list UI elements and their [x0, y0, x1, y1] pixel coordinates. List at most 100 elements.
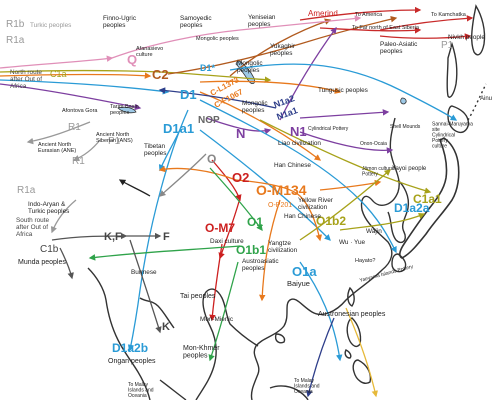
arrow-austronesian [345, 307, 378, 398]
label-o-p201: O-P201 [268, 202, 292, 209]
visayas [344, 349, 352, 359]
label-yayoi: Yayoi people [392, 166, 427, 172]
label-p1-right: P1 [441, 40, 454, 51]
label-r1a-top: R1a [6, 35, 25, 46]
arrow-north-purple [0, 83, 142, 111]
haplogroup-labels: R1b R1a Q C2 C1a D1 D1* D1a1 C-L1373 C-F… [6, 19, 454, 355]
lakes-layer [117, 59, 407, 114]
arrow-c2-east [167, 16, 398, 75]
label-far-north: To Far north of East Siberia [352, 25, 420, 31]
label-o-m7: O-M7 [205, 221, 235, 235]
label-p1-left: P1 [108, 136, 121, 147]
lake-balkhash [117, 106, 137, 114]
kyushu [391, 253, 407, 273]
label-o1: O1 [247, 215, 263, 229]
arrow-c1a1 [259, 119, 432, 194]
lake-khanka [400, 97, 407, 105]
arrow-o-m134 [235, 179, 323, 242]
arrow-north-olive [0, 69, 272, 83]
arrow-o-red [211, 159, 242, 202]
label-o-m134: O-M134 [256, 182, 307, 198]
label-wajin: Wajin [366, 228, 382, 235]
arrow-austronesian-2 [306, 317, 335, 398]
label-wu-yue: Wu · Yue [339, 239, 365, 246]
kuril-islands [467, 83, 487, 121]
label-d1a2b: D1a2b [112, 341, 148, 355]
label-o: O [207, 152, 216, 166]
arrow-n1-korea [299, 131, 394, 154]
arrow-nivkh [379, 33, 472, 40]
indochina-coast [195, 288, 259, 400]
arrow-north-orange [0, 72, 152, 79]
arrow-r1-west [26, 121, 91, 145]
arrow-r1-south [72, 139, 101, 162]
sakhalin [446, 41, 458, 98]
label-to-kamchatka: To Kamchatka [431, 12, 467, 18]
label-indo-aryan: Indo-Aryan &Turkic peoples [28, 201, 69, 215]
arrow-o-m7-south [209, 243, 223, 322]
arrow-north-blue [0, 79, 170, 95]
label-austronesian: Austronesian peoples [318, 311, 386, 318]
arrow-c-l1373 [199, 80, 342, 94]
coastline-layer [87, 4, 487, 400]
label-munda: Munda peoples [18, 259, 66, 266]
arrow-amerind [299, 6, 422, 21]
label-ryukyuan: Yaeyama Islands Pottery [359, 264, 414, 284]
arrow-d1-south [127, 109, 189, 352]
sumatra-edge [159, 379, 187, 400]
arrow-kamchatka [379, 15, 474, 31]
label-han-top: Han Chinese [274, 162, 311, 169]
arrow-south-route [51, 232, 128, 241]
mindanao [352, 359, 372, 384]
arrow-o1 [209, 167, 263, 232]
arrow-k-south [129, 239, 162, 334]
label-baiyue: Baiyue [287, 279, 310, 288]
label-burmese: Burmese [131, 269, 157, 276]
label-k: K [162, 321, 170, 333]
label-cylindrical: Cylindrical Pottery [308, 126, 349, 132]
label-turkic: Turkic peoples [30, 22, 71, 29]
taiwan [347, 286, 355, 307]
label-r1a-low: R1a [17, 185, 36, 196]
arrow-d1a1-east [199, 129, 331, 241]
label-tai: Tai peoples [180, 293, 216, 300]
korean-peninsula [387, 179, 410, 244]
arrow-n1a-north [279, 26, 337, 121]
label-c1a: C1a [50, 69, 67, 79]
arrow-o-m134-south [259, 199, 281, 302]
label-o1b1: O1b1 [236, 243, 266, 257]
label-mon-mienic: Mon-Mienic [200, 316, 234, 323]
arrow-c1b [59, 247, 74, 280]
label-amerind: Amerind [308, 9, 338, 18]
arrow-n-west [158, 87, 277, 109]
arrow-o2-mm7 [218, 197, 241, 260]
arrow-q [111, 15, 362, 59]
label-c1a1: C1a1 [413, 192, 442, 206]
label-o1a: O1a [292, 264, 317, 279]
label-nop: NOP [198, 115, 220, 126]
label-nivkh: Nivkh people [448, 34, 485, 41]
luzon [346, 317, 362, 348]
label-hayato: Hayato? [355, 258, 376, 264]
label-shell-mound: Shell Mounds [390, 124, 421, 130]
label-kf: K,F [104, 231, 122, 243]
label-o2: O2 [232, 170, 249, 185]
label-r1-lower: R1 [72, 156, 85, 167]
india-coast [87, 267, 151, 400]
arrow-n-main [205, 117, 272, 135]
arrow-o-gray [159, 153, 207, 197]
